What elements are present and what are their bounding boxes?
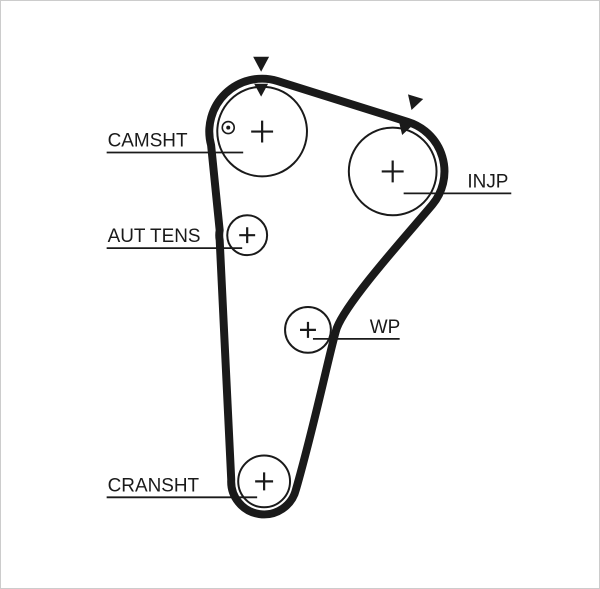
crankshaft-pulley [237,454,292,509]
camshaft-label: CAMSHT [108,131,188,152]
injection-pump-arrow-outer-icon [407,94,424,111]
camshaft-arrow-inner-icon [254,83,269,97]
crankshaft-plus-icon [255,472,274,491]
injection-pump-arrow-inner-icon [398,121,413,136]
tensioner-plus-icon [239,227,256,244]
crankshaft-label: CRANSHT [108,475,200,496]
camshaft-timing-mark-icon [221,120,236,135]
tensioner-label: AUT TENS [108,226,201,247]
tensioner-pulley [226,214,269,257]
water-pump-label: WP [370,317,400,338]
camshaft-plus-icon [251,120,274,143]
camshaft-arrow-outer-icon [253,56,270,72]
injection-pump-plus-icon [381,160,404,183]
water-pump-plus-icon [299,321,316,338]
injection-pump-pulley [347,126,438,217]
timing-belt [205,74,449,519]
injection-pump-label: INJP [467,171,508,192]
water-pump-pulley [284,305,332,354]
